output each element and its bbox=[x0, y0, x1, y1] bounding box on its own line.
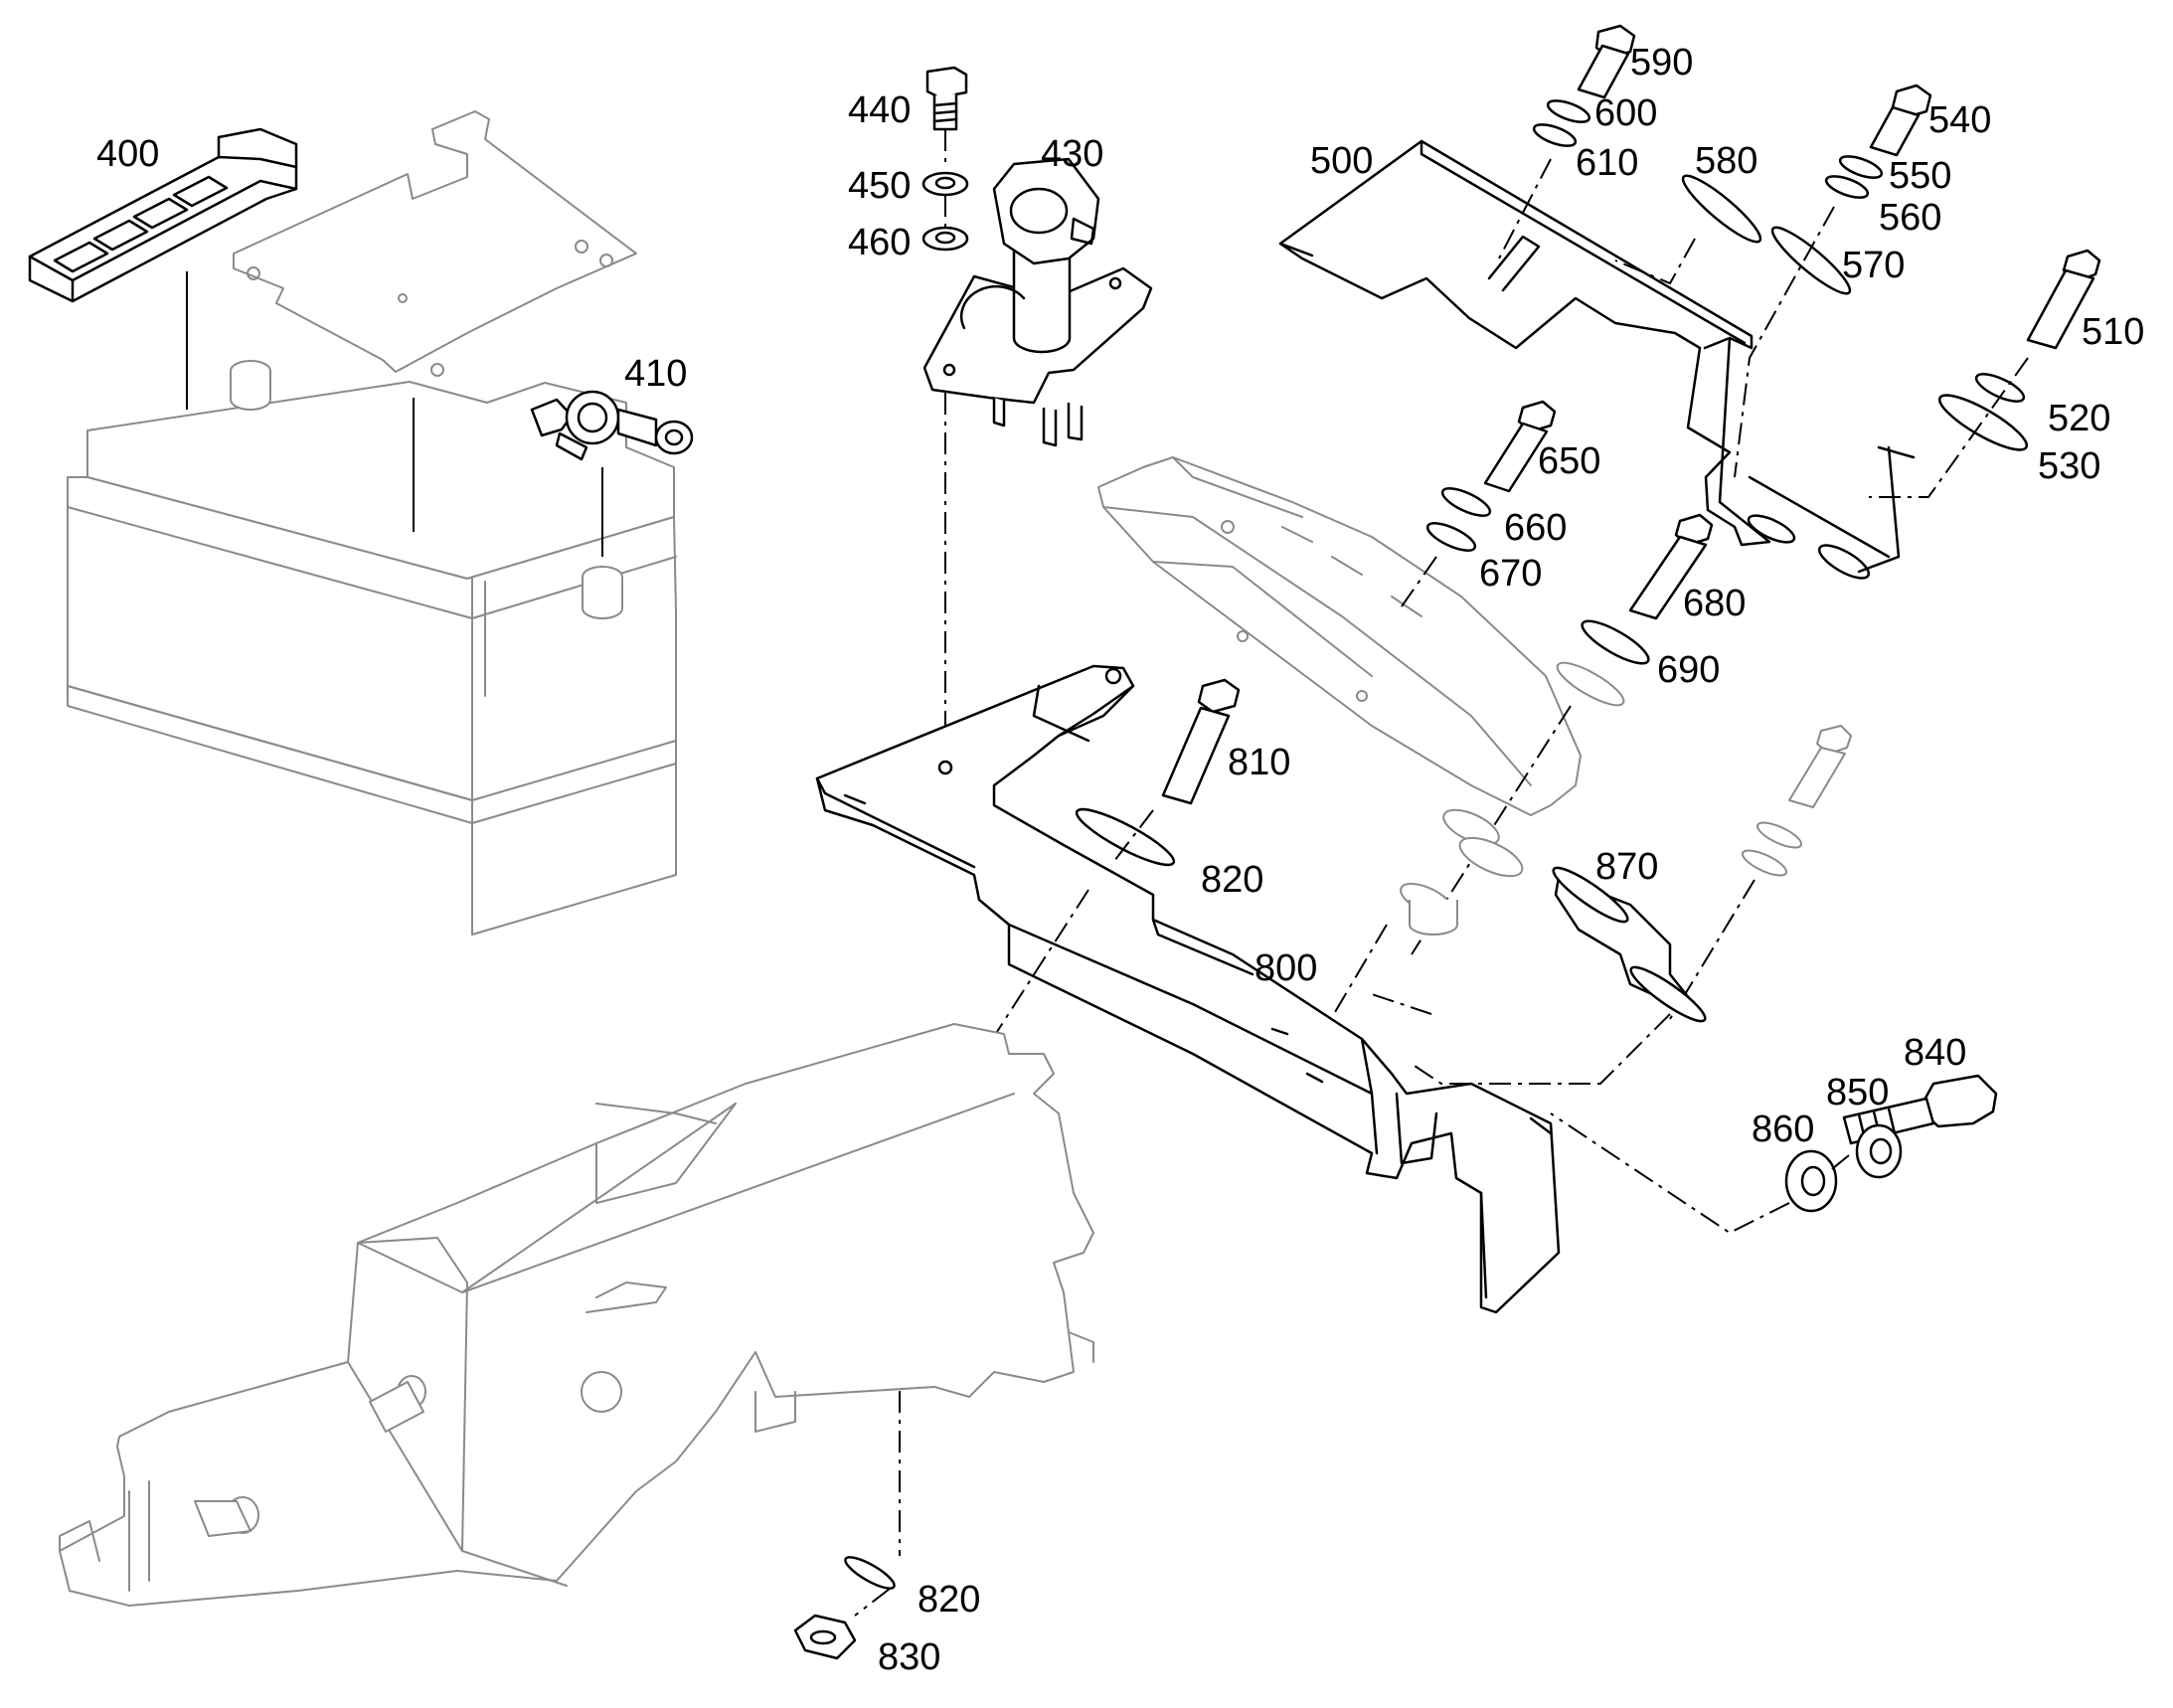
washer-600 bbox=[1546, 99, 1591, 123]
nut-830 bbox=[793, 1614, 857, 1660]
callout-410: 410 bbox=[624, 353, 688, 395]
callout-460: 460 bbox=[848, 222, 912, 263]
washer-460 bbox=[921, 226, 969, 252]
callout-510: 510 bbox=[2082, 311, 2145, 353]
washer-820-lower bbox=[844, 1556, 896, 1590]
callout-400: 400 bbox=[96, 133, 160, 175]
callout-800: 800 bbox=[1254, 947, 1318, 989]
bolt-680 bbox=[1628, 513, 1714, 620]
callout-820-upper: 820 bbox=[1201, 859, 1264, 901]
callout-840: 840 bbox=[1904, 1032, 1967, 1074]
fuse-holder-400 bbox=[28, 127, 298, 303]
callout-580: 580 bbox=[1695, 140, 1758, 182]
callout-650: 650 bbox=[1538, 440, 1601, 482]
callout-610: 610 bbox=[1576, 142, 1639, 184]
battery bbox=[67, 271, 677, 936]
callout-870: 870 bbox=[1595, 846, 1659, 888]
bolt-540 bbox=[1869, 84, 1932, 157]
callout-660: 660 bbox=[1504, 507, 1568, 549]
callout-830: 830 bbox=[878, 1636, 941, 1678]
callout-690: 690 bbox=[1657, 649, 1721, 691]
washer-660 bbox=[1440, 487, 1492, 517]
callout-570: 570 bbox=[1842, 245, 1906, 286]
battery-switch-430 bbox=[922, 157, 1153, 447]
callout-530: 530 bbox=[2038, 445, 2101, 487]
bolt-grey bbox=[1741, 725, 1852, 877]
rubber-mount bbox=[1400, 808, 1524, 936]
washer-610 bbox=[1532, 123, 1578, 147]
washer-850 bbox=[1855, 1123, 1903, 1179]
callout-550: 550 bbox=[1889, 155, 1952, 197]
callout-590: 590 bbox=[1630, 42, 1694, 84]
bolt-810 bbox=[1161, 678, 1241, 805]
washer-670 bbox=[1425, 522, 1477, 552]
washer-860 bbox=[1784, 1149, 1838, 1213]
callout-430: 430 bbox=[1041, 133, 1104, 175]
callout-500: 500 bbox=[1310, 140, 1374, 182]
bolt-510 bbox=[2026, 249, 2101, 350]
callout-860: 860 bbox=[1752, 1109, 1815, 1150]
washer-550 bbox=[1838, 155, 1884, 179]
bracket-500 bbox=[1278, 139, 1916, 580]
washer-580 bbox=[1681, 174, 1762, 244]
washer-450 bbox=[921, 171, 969, 197]
battery-cover-plate bbox=[233, 110, 637, 377]
bolt-440 bbox=[925, 66, 968, 131]
bolt-650 bbox=[1483, 400, 1557, 493]
washer-520 bbox=[1974, 373, 2026, 403]
callout-820-lower: 820 bbox=[918, 1579, 981, 1621]
callout-450: 450 bbox=[848, 165, 912, 207]
callout-810: 810 bbox=[1228, 742, 1291, 783]
callout-850: 850 bbox=[1826, 1072, 1890, 1113]
bracket-800 bbox=[815, 664, 1561, 1314]
washer-690 bbox=[1581, 619, 1650, 665]
callout-600: 600 bbox=[1594, 92, 1658, 134]
callout-560: 560 bbox=[1879, 197, 1942, 239]
callout-540: 540 bbox=[1928, 99, 1992, 141]
bolt-590 bbox=[1577, 24, 1636, 99]
callout-520: 520 bbox=[2048, 398, 2111, 439]
washer-560 bbox=[1824, 175, 1870, 199]
bracket-870 bbox=[1552, 866, 1707, 1023]
washer-820-upper bbox=[1075, 807, 1176, 867]
callout-440: 440 bbox=[848, 89, 912, 131]
callout-670: 670 bbox=[1479, 553, 1543, 595]
washer-530 bbox=[1937, 394, 2029, 451]
callout-680: 680 bbox=[1683, 583, 1747, 624]
washer-570 bbox=[1770, 226, 1852, 295]
terminal-clamp-410 bbox=[530, 390, 694, 461]
control-module bbox=[1097, 456, 1582, 816]
chassis-frame bbox=[59, 1023, 1094, 1607]
